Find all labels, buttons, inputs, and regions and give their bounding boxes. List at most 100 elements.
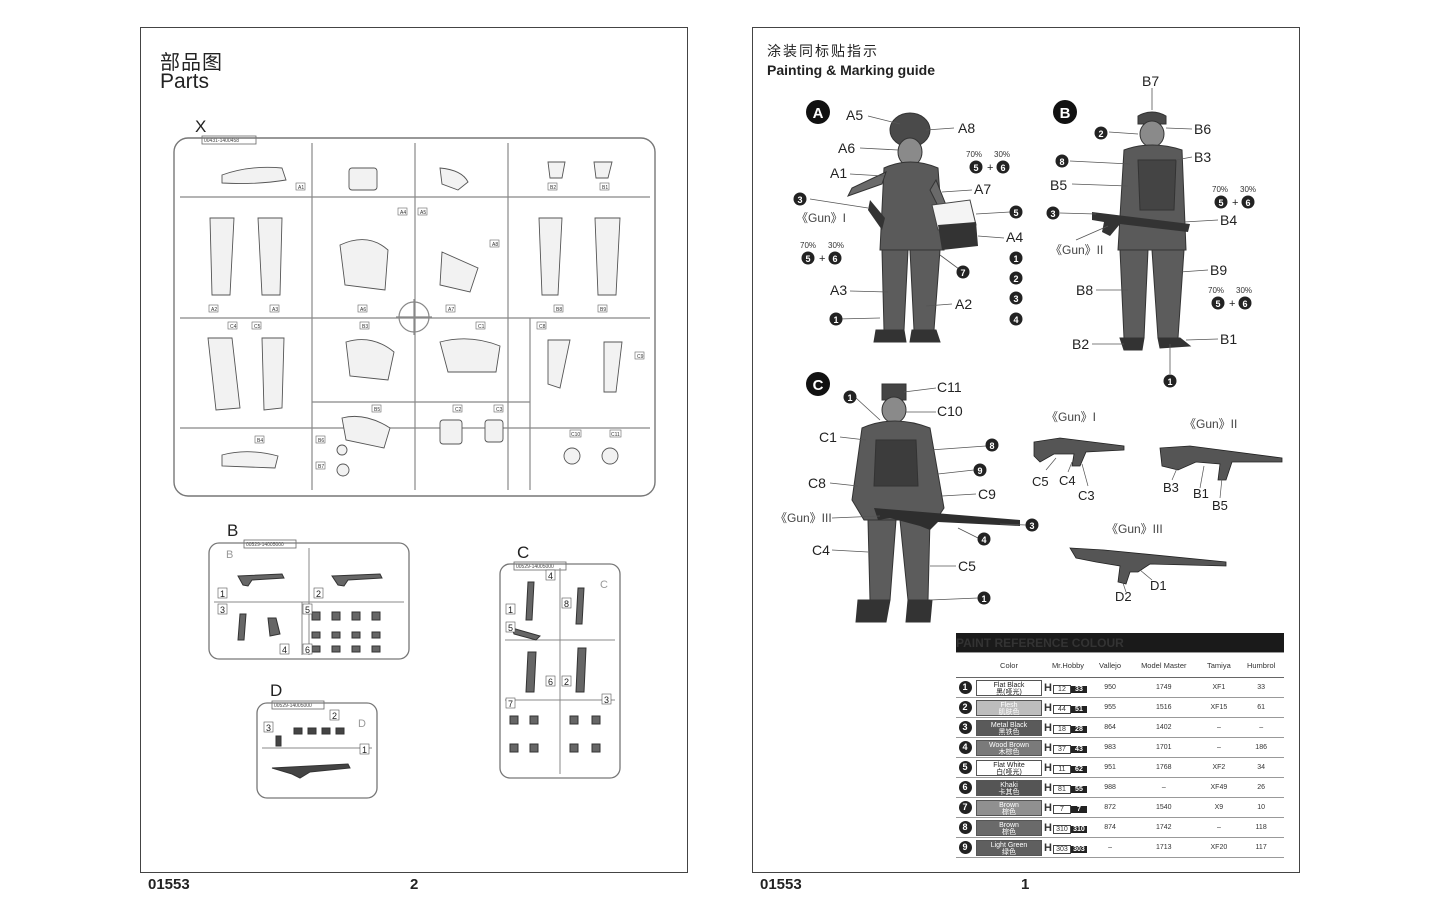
label-a6: A6 (838, 140, 855, 156)
svg-text:+: + (819, 253, 825, 265)
mr-hobby-prefix: H (1044, 821, 1052, 834)
mr-hobby-code-2: 43 (1070, 745, 1087, 753)
mr-hobby-code-1: 303 (1052, 844, 1071, 854)
label-b7: B7 (1142, 73, 1159, 89)
vallejo-code: 983 (1092, 737, 1129, 758)
gun-2-part-b1: B1 (1193, 486, 1209, 501)
gun-1-title: 《Gun》I (1046, 410, 1096, 424)
label-a3: A3 (830, 282, 847, 298)
label-a5: A5 (846, 107, 863, 123)
mr-hobby-prefix: H (1044, 781, 1052, 794)
svg-text:5: 5 (305, 605, 310, 615)
svg-text:3: 3 (1013, 294, 1018, 304)
label-c10: C10 (937, 403, 963, 419)
svg-text:5: 5 (1218, 198, 1223, 208)
color-name-en: Flat White (993, 761, 1025, 769)
gun-3-part-d1: D1 (1150, 578, 1167, 593)
paint-number: 8 (958, 821, 972, 834)
paint-reference-table: PAINT REFERENCE COLOUR Color Mr.Hobby Va… (956, 633, 1284, 858)
sprue-d-label: D (270, 681, 282, 700)
paint-table-title: PAINT REFERENCE COLOUR (956, 633, 1284, 653)
figure-a-gun-label: 《Gun》I (796, 211, 846, 225)
svg-text:B3: B3 (362, 324, 368, 330)
mr-hobby-code-2: 33 (1070, 685, 1087, 693)
svg-text:8: 8 (1059, 157, 1064, 167)
color-name-en: Metal Black (990, 721, 1028, 729)
color-name-en: Brown (999, 821, 1019, 829)
model-master-code: 1701 (1128, 737, 1200, 758)
tamiya-code: XF15 (1199, 697, 1239, 718)
svg-text:C: C (813, 377, 824, 394)
svg-text:70%: 70% (1208, 286, 1224, 295)
humbrol-code: 33 (1238, 677, 1284, 698)
mr-hobby-prefix: H (1044, 681, 1052, 694)
sprue-b: B 00529-14005000 B 1 2 3 4 5 6 (208, 521, 410, 660)
svg-text:70%: 70% (966, 150, 982, 159)
svg-text:A5: A5 (420, 210, 426, 216)
label-c8: C8 (808, 475, 826, 491)
model-master-code: – (1128, 777, 1200, 798)
svg-text:7: 7 (508, 699, 513, 709)
sprue-c-code: 00529-14005000 (516, 564, 554, 570)
svg-text:C10: C10 (571, 432, 580, 438)
svg-text:3: 3 (797, 195, 802, 205)
figure-b-callouts: 2 8 3 1 (1046, 126, 1177, 388)
svg-text:6: 6 (548, 677, 553, 687)
humbrol-code: 26 (1238, 777, 1284, 798)
gun-2-part-b3: B3 (1163, 480, 1179, 495)
mr-hobby-prefix: H (1044, 761, 1052, 774)
label-b6: B6 (1194, 121, 1211, 137)
right-page-number: 1 (1021, 876, 1030, 893)
vallejo-code: 988 (1092, 777, 1129, 798)
color-name-cn: 黑铁色 (998, 729, 1020, 736)
tamiya-code: XF49 (1199, 777, 1239, 798)
figure-b-badge (1053, 100, 1077, 124)
sprue-d-inner-label: D (358, 718, 366, 730)
svg-text:A1: A1 (298, 185, 304, 191)
svg-text:C2: C2 (455, 407, 462, 413)
right-footer-code: 01553 (760, 876, 802, 893)
gun-2-icon (1159, 445, 1283, 481)
svg-text:2: 2 (564, 677, 569, 687)
svg-text:4: 4 (548, 571, 553, 581)
svg-text:1: 1 (1167, 377, 1172, 387)
svg-text:B: B (1060, 105, 1071, 122)
model-master-code: 1768 (1128, 757, 1200, 778)
header-vallejo: Vallejo (1092, 652, 1129, 678)
svg-text:30%: 30% (994, 150, 1010, 159)
svg-text:+: + (1232, 197, 1238, 209)
vallejo-code: 864 (1092, 717, 1129, 738)
svg-text:C4: C4 (230, 324, 237, 330)
label-b9: B9 (1210, 262, 1227, 278)
color-name-cn: 棕色 (1002, 829, 1016, 836)
color-name-en: Khaki (1000, 781, 1018, 789)
color-name-en: Flat Black (993, 681, 1025, 689)
paint-number: 6 (958, 781, 972, 794)
model-master-code: 1402 (1128, 717, 1200, 738)
model-master-code: 1540 (1128, 797, 1200, 818)
model-master-code: 1742 (1128, 817, 1200, 838)
label-b8: B8 (1076, 282, 1093, 298)
mr-hobby-code-2: 62 (1070, 765, 1087, 773)
figure-b: B B7 (1046, 73, 1256, 388)
svg-text:B6: B6 (318, 438, 324, 444)
left-footer-code: 01553 (148, 876, 190, 893)
sprue-x-part-labels: A1 A2 A3 A4 A5 A6 A7 A8 B1 B2 B3 B4 B5 B… (208, 182, 645, 470)
paint-number: 4 (958, 741, 972, 754)
svg-text:30%: 30% (828, 241, 844, 250)
gun-1-part-c3: C3 (1078, 488, 1095, 503)
gun-2-title: 《Gun》II (1184, 417, 1237, 431)
svg-text:1: 1 (362, 745, 367, 755)
mr-hobby-code-1: 12 (1052, 684, 1071, 694)
vallejo-code: 874 (1092, 817, 1129, 838)
color-name-en: Flesh (1000, 701, 1018, 709)
humbrol-code: 10 (1238, 797, 1284, 818)
